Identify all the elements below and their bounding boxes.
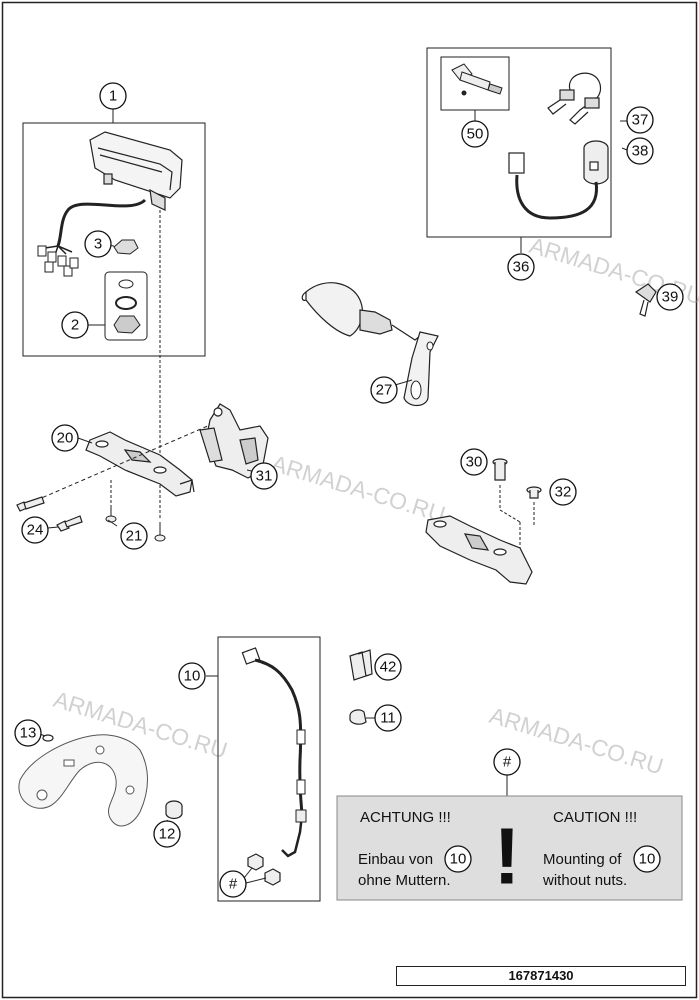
- callout-hash: #: [229, 876, 238, 893]
- note-en-title: CAUTION !!!: [553, 809, 637, 826]
- note-marker-circle: [493, 748, 521, 776]
- callout-11: 11: [380, 710, 396, 727]
- callouts: [14, 82, 684, 898]
- diagram-code: 167871430: [396, 966, 686, 986]
- callout-31: 31: [256, 468, 273, 485]
- lock-cylinder: [451, 63, 503, 96]
- callout-2: 2: [71, 317, 79, 334]
- note-en-ref: 10: [639, 851, 656, 868]
- keys: [547, 72, 602, 125]
- callout-1: 1: [109, 88, 117, 105]
- key-39: [634, 283, 657, 317]
- callout-10: 10: [184, 668, 201, 685]
- sensor-ring-13: [18, 734, 148, 827]
- callout-21: 21: [126, 528, 143, 545]
- note-en-line2: without nuts.: [542, 872, 627, 889]
- bracket-31: [199, 403, 269, 479]
- note-de-line1: Einbau von: [358, 851, 433, 868]
- group-box-ignition: [426, 47, 612, 238]
- callout-13: 13: [20, 725, 37, 742]
- ignition-connector: [508, 152, 525, 174]
- callout-20: 20: [57, 430, 74, 447]
- screw-21a: [105, 506, 117, 523]
- note-de-ref: 10: [450, 851, 467, 868]
- note-de-title: ACHTUNG !!!: [360, 809, 451, 826]
- part-3-rubber: [113, 239, 139, 255]
- bolt-24: [16, 496, 45, 512]
- part-11: [349, 709, 367, 725]
- group-box-part-2: [104, 271, 148, 341]
- part-12: [165, 800, 183, 820]
- note-marker: #: [503, 754, 512, 771]
- bolt-32: [526, 486, 542, 499]
- dashboard-cable: [56, 198, 147, 247]
- callout-50: 50: [467, 126, 484, 143]
- watermark-2: ARMADA-CO.RU: [269, 450, 449, 528]
- callout-42: 42: [380, 659, 397, 676]
- connectors: [37, 245, 79, 277]
- signal-bracket: [403, 331, 439, 407]
- nuts: [247, 853, 281, 886]
- ignition-switch: [583, 140, 609, 185]
- turn-signal: [301, 282, 421, 341]
- note-de-line2: ohne Muttern.: [358, 872, 451, 889]
- screw-21b: [154, 522, 166, 542]
- callout-30: 30: [466, 454, 483, 471]
- callout-36: 36: [513, 259, 530, 276]
- callout-12: 12: [159, 826, 176, 843]
- bracket-20: [85, 431, 195, 497]
- exclamation-mark: !: [494, 812, 521, 901]
- caution-note-box: [336, 795, 683, 901]
- part-42: [349, 649, 373, 681]
- bracket-right: [425, 515, 533, 585]
- group-box-dashboard: [22, 122, 206, 357]
- sensor-cable: [241, 647, 307, 858]
- bolt-24b: [56, 515, 83, 532]
- callout-3: 3: [94, 236, 102, 253]
- callout-32: 32: [555, 484, 572, 501]
- callout-38: 38: [632, 143, 649, 160]
- dashboard-unit: [89, 131, 183, 211]
- bolt-30: [492, 458, 508, 481]
- callout-39: 39: [662, 289, 679, 306]
- note-en-line1: Mounting of: [543, 851, 622, 868]
- callout-27: 27: [376, 382, 393, 399]
- ignition-cable: [515, 174, 598, 220]
- callout-24: 24: [27, 522, 44, 539]
- callout-37: 37: [632, 112, 649, 129]
- group-box-sensor: [217, 636, 321, 902]
